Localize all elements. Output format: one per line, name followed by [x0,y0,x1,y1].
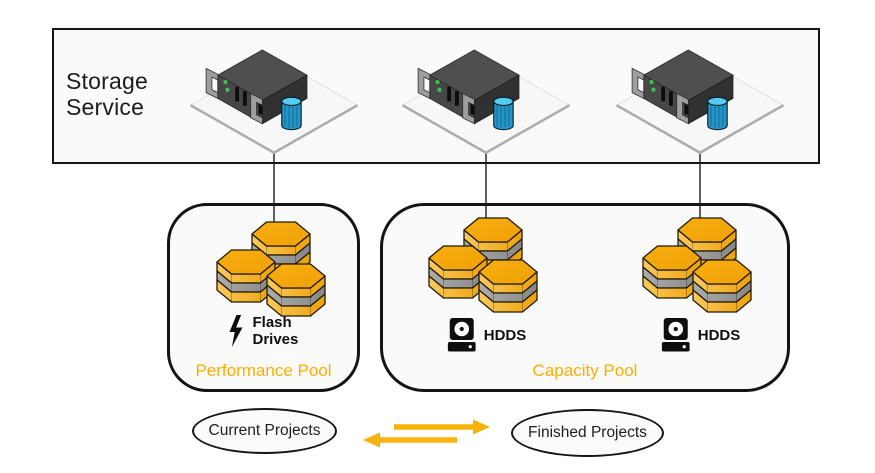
finished-projects-label: Finished Projects [528,424,647,441]
hard-drive-icon [661,318,690,352]
hard-drive-icon [447,318,476,352]
flash-drives-label: Flash Drives [252,314,299,348]
arrow-left-icon [363,432,457,448]
arrow-right-icon [394,419,490,435]
hdds-label: HDDS [697,326,741,344]
hdds-row-1: HDDS [447,318,527,352]
capacity-pool: HDDS HDDS Capacity Pool [380,203,790,392]
hdds-row-2: HDDS [661,318,741,352]
storage-service-box: Storage Service [52,28,820,164]
storage-service-title: Storage Service [66,68,148,120]
current-projects-label: Current Projects [208,422,321,439]
finished-projects-node: Finished Projects [511,409,664,457]
flash-drives-row: Flash Drives [228,314,305,348]
performance-pool-label: Performance Pool [195,361,332,380]
lightning-bolt-icon [229,314,243,347]
hdds-label: HDDS [483,326,527,344]
exchange-arrows-icon [363,419,490,448]
performance-pool: Flash Drives Performance Pool [167,203,360,392]
current-projects-node: Current Projects [192,408,337,454]
capacity-pool-label: Capacity Pool [532,361,638,380]
